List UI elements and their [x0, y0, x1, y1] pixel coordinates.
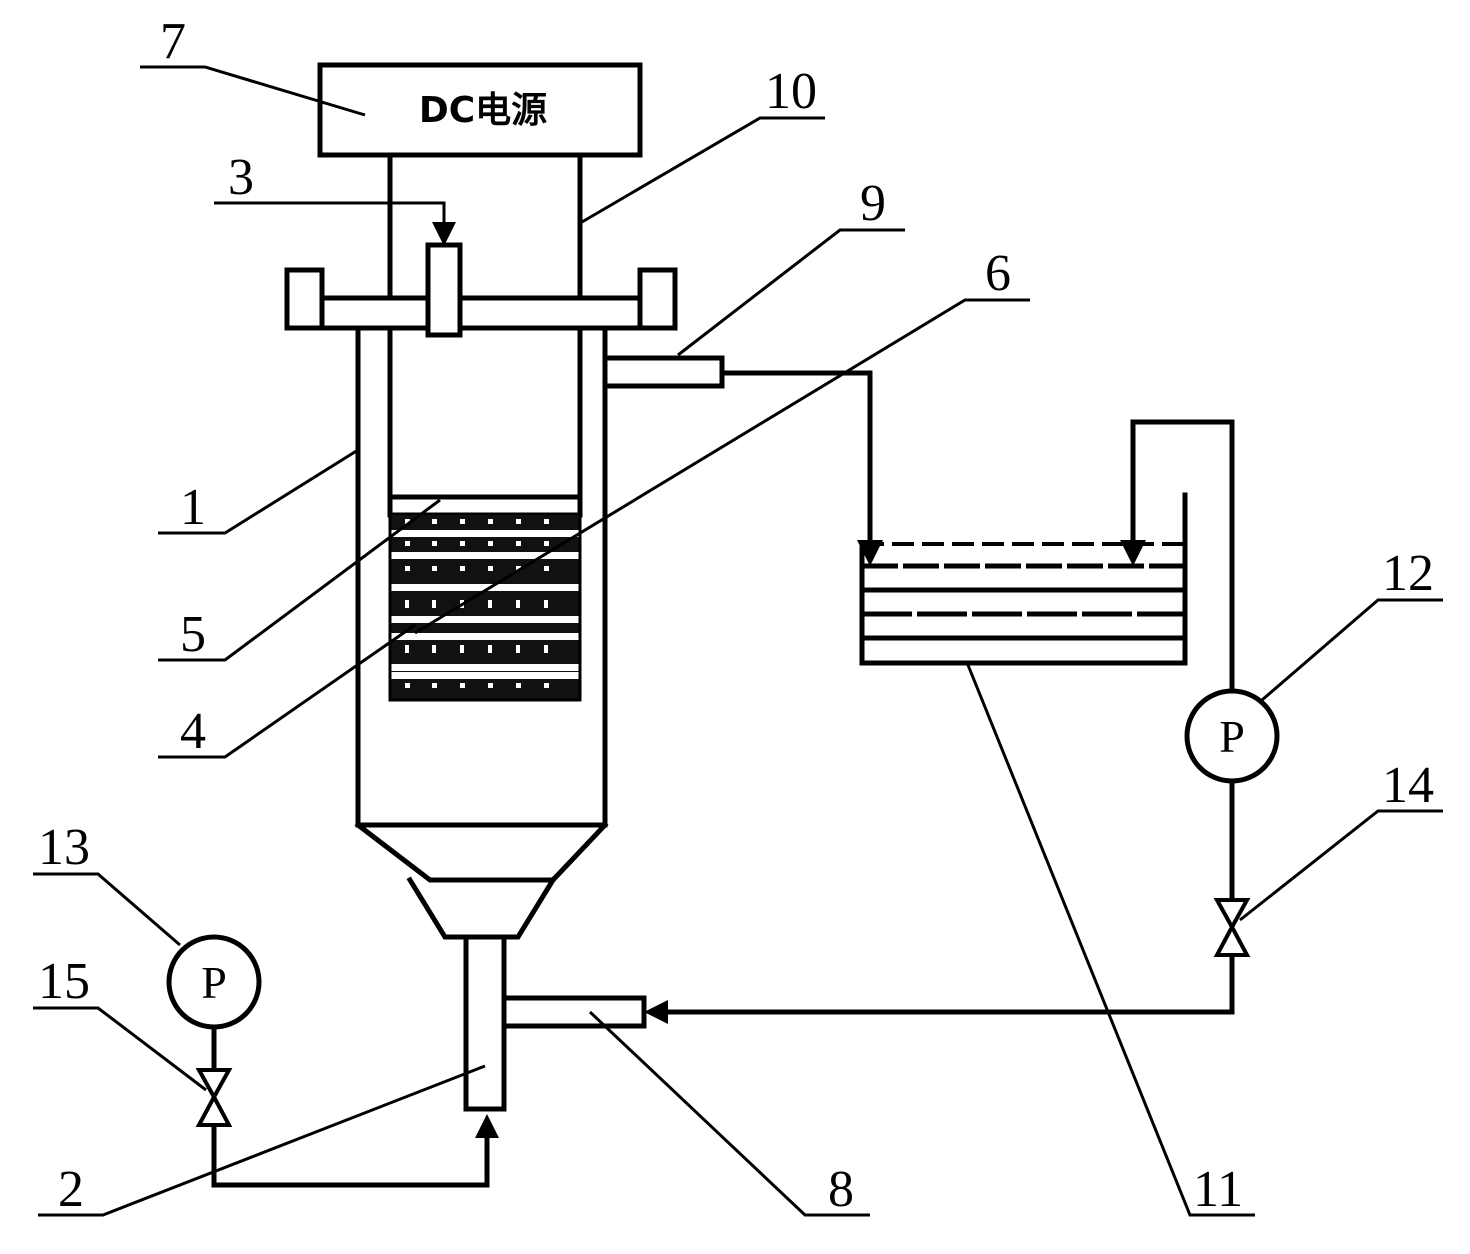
- callout-labels: 7 10 3 9 6 1 5 4 12 14 13 15 2 8 11: [38, 13, 1434, 1218]
- callout-leaders: [33, 65, 1443, 1217]
- inlet-arrow-3: [214, 201, 456, 246]
- power-supply-label: DC电源: [419, 90, 547, 131]
- valve-15: [195, 1068, 233, 1127]
- callout-11: 11: [1193, 1161, 1243, 1218]
- bottom-inlet-pipe: [463, 934, 647, 1112]
- feed-line-to-bottom: [211, 1024, 499, 1188]
- electrode-packing: [387, 494, 583, 702]
- pump-13: P: [166, 934, 262, 1030]
- overflow-outlet: [602, 355, 725, 389]
- pump-13-symbol: P: [201, 957, 227, 1008]
- callout-1: 1: [180, 479, 206, 536]
- feed-line-to-inlet: [644, 778, 1235, 1024]
- storage-tank: [859, 492, 1188, 666]
- callout-15: 15: [38, 953, 90, 1010]
- callout-12: 12: [1382, 545, 1434, 602]
- callout-4: 4: [180, 703, 206, 760]
- callout-13: 13: [38, 819, 90, 876]
- dc-power-supply: DC电源: [317, 62, 643, 158]
- callout-10: 10: [765, 63, 817, 120]
- callout-9: 9: [860, 175, 886, 232]
- callout-2: 2: [58, 1161, 84, 1218]
- reactor-vessel: [354, 325, 609, 940]
- pump-12: P: [1184, 688, 1280, 784]
- callout-5: 5: [180, 606, 206, 663]
- valve-14: [1213, 898, 1251, 957]
- pump-12-symbol: P: [1219, 711, 1245, 762]
- callout-3: 3: [228, 149, 254, 206]
- reactor-top-flange: [284, 242, 678, 338]
- callout-6: 6: [985, 245, 1011, 302]
- recycle-line-to-tank: [1120, 419, 1235, 705]
- overflow-line-to-tank: [719, 370, 883, 566]
- electrode-connector: [425, 242, 463, 338]
- callout-14: 14: [1382, 757, 1434, 814]
- callout-8: 8: [828, 1161, 854, 1218]
- callout-7: 7: [160, 13, 186, 70]
